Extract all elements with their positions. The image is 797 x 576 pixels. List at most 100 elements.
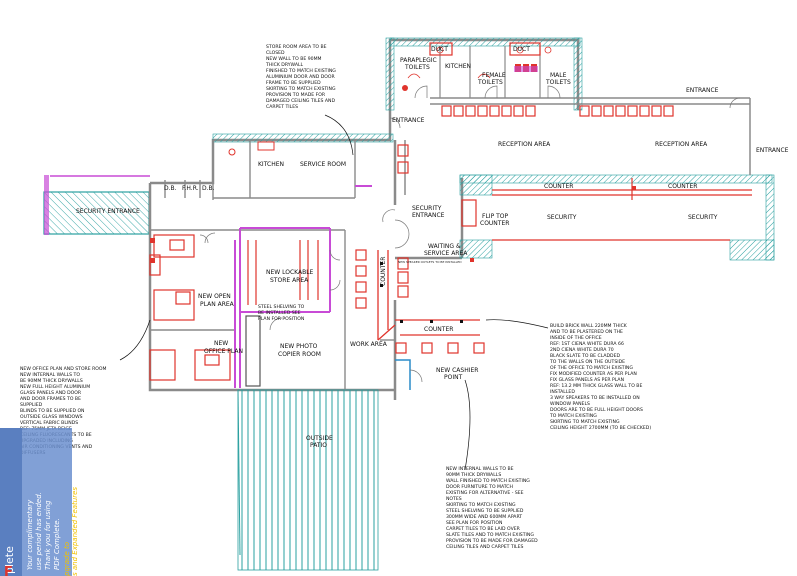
cashier-label-2: POINT <box>444 374 463 381</box>
svg-text:BLINDS TO BE SUPPLIED ON: BLINDS TO BE SUPPLIED ON <box>20 408 85 414</box>
svg-text:AND DOOR FRAMES TO BE: AND DOOR FRAMES TO BE <box>20 396 81 402</box>
brick-wall-note: BUILD BRICK WALL 220MM THICK AND TO BE P… <box>549 323 651 431</box>
flip-counter-label: COUNTER <box>480 220 509 227</box>
svg-text:STORE ROOM AREA TO BE: STORE ROOM AREA TO BE <box>266 44 327 50</box>
watermark-brand-initial: F <box>4 565 13 576</box>
svg-text:BUILD BRICK WALL 220MM THICK: BUILD BRICK WALL 220MM THICK <box>550 323 628 329</box>
fhr-label: F.H.R. <box>182 185 199 192</box>
reception-area-2: RECEPTION AREA <box>655 141 708 148</box>
male-label: MALE <box>550 72 567 79</box>
open-plan-label-1: NEW OPEN <box>198 293 231 300</box>
svg-text:CARPET TILES TO BE LAID OVER: CARPET TILES TO BE LAID OVER <box>446 526 521 532</box>
watermark-brand: plete <box>3 546 16 574</box>
svg-text:TO MATCH EXISTING: TO MATCH EXISTING <box>549 413 597 419</box>
shelving-note-3: PLAN FOR POSITION <box>258 316 304 322</box>
svg-text:TO THE WALLS ON THE OUTSIDE: TO THE WALLS ON THE OUTSIDE <box>549 359 625 365</box>
svg-text:CEILING HEIGHT 2700MM (TO BE C: CEILING HEIGHT 2700MM (TO BE CHECKED) <box>550 425 651 431</box>
svg-text:300MM WIDE AND 600MM APART: 300MM WIDE AND 600MM APART <box>446 514 522 520</box>
svg-text:FINISHED TO MATCH EXISTING: FINISHED TO MATCH EXISTING <box>266 68 336 74</box>
svg-text:PROVISION TO BE MADE FOR DAMAG: PROVISION TO BE MADE FOR DAMAGED <box>446 538 538 544</box>
svg-text:CEILING TILES AND CARPET TILES: CEILING TILES AND CARPET TILES <box>446 544 524 550</box>
svg-text:SUPPLIED: SUPPLIED <box>20 402 43 408</box>
svg-text:AND TO BE PLASTERED ON THE: AND TO BE PLASTERED ON THE <box>550 329 623 335</box>
watermark-line-4: PDF Complete. <box>53 518 61 570</box>
male-toilets-label: TOILETS <box>545 79 571 86</box>
office-plan-label: OFFICE PLAN <box>204 348 243 355</box>
security-label-2: SECURITY <box>688 214 718 221</box>
svg-text:VERTICAL FABRIC BLINDS: VERTICAL FABRIC BLINDS <box>20 420 78 426</box>
svg-text:CARPET TILES: CARPET TILES <box>266 104 298 110</box>
svg-text:WINDOW PANELS: WINDOW PANELS <box>550 401 590 407</box>
svg-text:EXISTING FOR ALTERNATIVE - SEE: EXISTING FOR ALTERNATIVE - SEE <box>446 490 524 496</box>
security-entrance-zone <box>43 191 150 235</box>
patio-label-2: PATIO <box>310 442 327 449</box>
lockable-store-label-1: NEW LOCKABLE <box>266 269 314 276</box>
speaker-note-1: NEW SPEAKER OUTLETS TO BE INSTALLED <box>398 260 462 264</box>
counter-label-2: COUNTER <box>668 183 697 190</box>
security-entrance-label: SECURITY ENTRANCE <box>76 208 140 215</box>
svg-text:SEE PLAN FOR POSITION: SEE PLAN FOR POSITION <box>446 520 502 526</box>
svg-text:PROVISION TO MADE FOR: PROVISION TO MADE FOR <box>266 92 326 98</box>
shelving-note-2: BE INSTALLED SEE <box>258 310 301 316</box>
svg-text:REF: 1ST CIENA WHITE DURA 66: REF: 1ST CIENA WHITE DURA 66 <box>550 341 624 347</box>
svg-text:SKIRTING TO MATCH EXISTING: SKIRTING TO MATCH EXISTING <box>266 86 336 92</box>
svg-text:NEW FULL HEIGHT ALUMINIUM: NEW FULL HEIGHT ALUMINIUM <box>20 384 90 390</box>
svg-text:FRAME TO BE SUPPLIED: FRAME TO BE SUPPLIED <box>266 80 321 86</box>
photo-copier-label-1: NEW PHOTO <box>280 343 318 350</box>
watermark-upgrade-2: s and Expanded Features <box>71 487 79 576</box>
svg-text:INSTALLED: INSTALLED <box>550 389 575 395</box>
security-counters <box>461 178 752 241</box>
new-glass-walls <box>234 185 372 388</box>
waiting-label: WAITING & <box>428 243 461 250</box>
entrance-mid-label: ENTRANCE <box>392 117 425 124</box>
svg-text:BLACK SLATE TO BE CLADDED: BLACK SLATE TO BE CLADDED <box>550 353 620 359</box>
outside-patio <box>237 389 379 571</box>
svg-text:2ND CIENA WHITE DURA 70: 2ND CIENA WHITE DURA 70 <box>550 347 614 353</box>
svg-text:REF: 13.2 MM THICK GLASS WALL: REF: 13.2 MM THICK GLASS WALL TO BE <box>550 383 642 389</box>
cashier-label-1: NEW CASHIER <box>436 367 478 374</box>
svg-text:NEW INTERNAL WALLS TO BE: NEW INTERNAL WALLS TO BE <box>446 466 514 472</box>
paraplegic-label: PARAPLEGIC <box>400 57 437 64</box>
watermark-line-1: Your complimentary <box>26 499 34 570</box>
pdf-complete-watermark: Your complimentary use period has ended.… <box>0 428 79 576</box>
watermark-upgrade-1: pgrade to <box>63 542 71 576</box>
open-plan-label-2: PLAN AREA <box>200 301 235 308</box>
internal-walls-note: NEW INTERNAL WALLS TO BE 90MM THICK DRYW… <box>446 466 538 550</box>
svg-text:WALL FINISHED TO MATCH EXISTIN: WALL FINISHED TO MATCH EXISTING <box>446 478 530 484</box>
svg-text:NEW OFFICE PLAN AND STORE ROOM: NEW OFFICE PLAN AND STORE ROOM <box>20 366 107 372</box>
lockable-store-label-2: STORE AREA <box>270 277 309 284</box>
reception-seating <box>355 105 674 354</box>
svg-text:3 WAY SPEAKERS TO BE INSTALLED: 3 WAY SPEAKERS TO BE INSTALLED ON <box>550 395 640 401</box>
svg-text:90MM THICK DRYWALLS: 90MM THICK DRYWALLS <box>446 472 501 478</box>
kitchen-label: KITCHEN <box>258 161 284 168</box>
counter-label-1: COUNTER <box>544 183 573 190</box>
db-label-1: D.B. <box>164 185 177 192</box>
service-room-label: SERVICE ROOM <box>300 161 346 168</box>
watermark-line-2: use period has ended. <box>35 492 43 570</box>
reception-area-1: RECEPTION AREA <box>498 141 551 148</box>
service-area-label: SERVICE AREA <box>424 250 468 257</box>
paraplegic-toilets-label: TOILETS <box>404 64 430 71</box>
svg-text:SKIRTING TO MATCH EXISTING: SKIRTING TO MATCH EXISTING <box>550 419 620 425</box>
security-entrance-mid-label: ENTRANCE <box>412 212 445 219</box>
svg-text:NEW INTERNAL WALLS TO: NEW INTERNAL WALLS TO <box>20 372 80 378</box>
duct-label-right: DUCT <box>513 46 530 53</box>
counter-lower-label: COUNTER <box>424 326 453 333</box>
entrance-right-label: ENTRANCE <box>756 147 789 154</box>
security-label-1: SECURITY <box>547 214 577 221</box>
svg-text:OUTSIDE GLASS WINDOWS: OUTSIDE GLASS WINDOWS <box>20 414 83 420</box>
svg-text:STEEL SHELVING TO BE SUPPLIED: STEEL SHELVING TO BE SUPPLIED <box>446 508 524 514</box>
female-label: FEMALE <box>482 72 506 79</box>
counter-vertical-label: COUNTER <box>380 257 387 286</box>
svg-text:FIX MODIFIED COUNTER AS PER PL: FIX MODIFIED COUNTER AS PER PLAN <box>550 371 637 377</box>
photo-copier-label-2: COPIER ROOM <box>278 351 321 358</box>
svg-text:NEW WALL TO BE 90MM: NEW WALL TO BE 90MM <box>266 56 322 62</box>
flip-top-label: FLIP TOP <box>482 213 508 220</box>
svg-text:GLASS PANELS AND DOOR: GLASS PANELS AND DOOR <box>20 390 82 396</box>
duct-label-left: DUCT <box>431 46 448 53</box>
svg-text:SKIRTING TO MATCH EXISTING: SKIRTING TO MATCH EXISTING <box>446 502 516 508</box>
svg-text:FIX GLASS PANELS AS PER PLAN: FIX GLASS PANELS AS PER PLAN <box>550 377 624 383</box>
svg-text:DAMAGED CEILING TILES AND: DAMAGED CEILING TILES AND <box>266 98 335 104</box>
